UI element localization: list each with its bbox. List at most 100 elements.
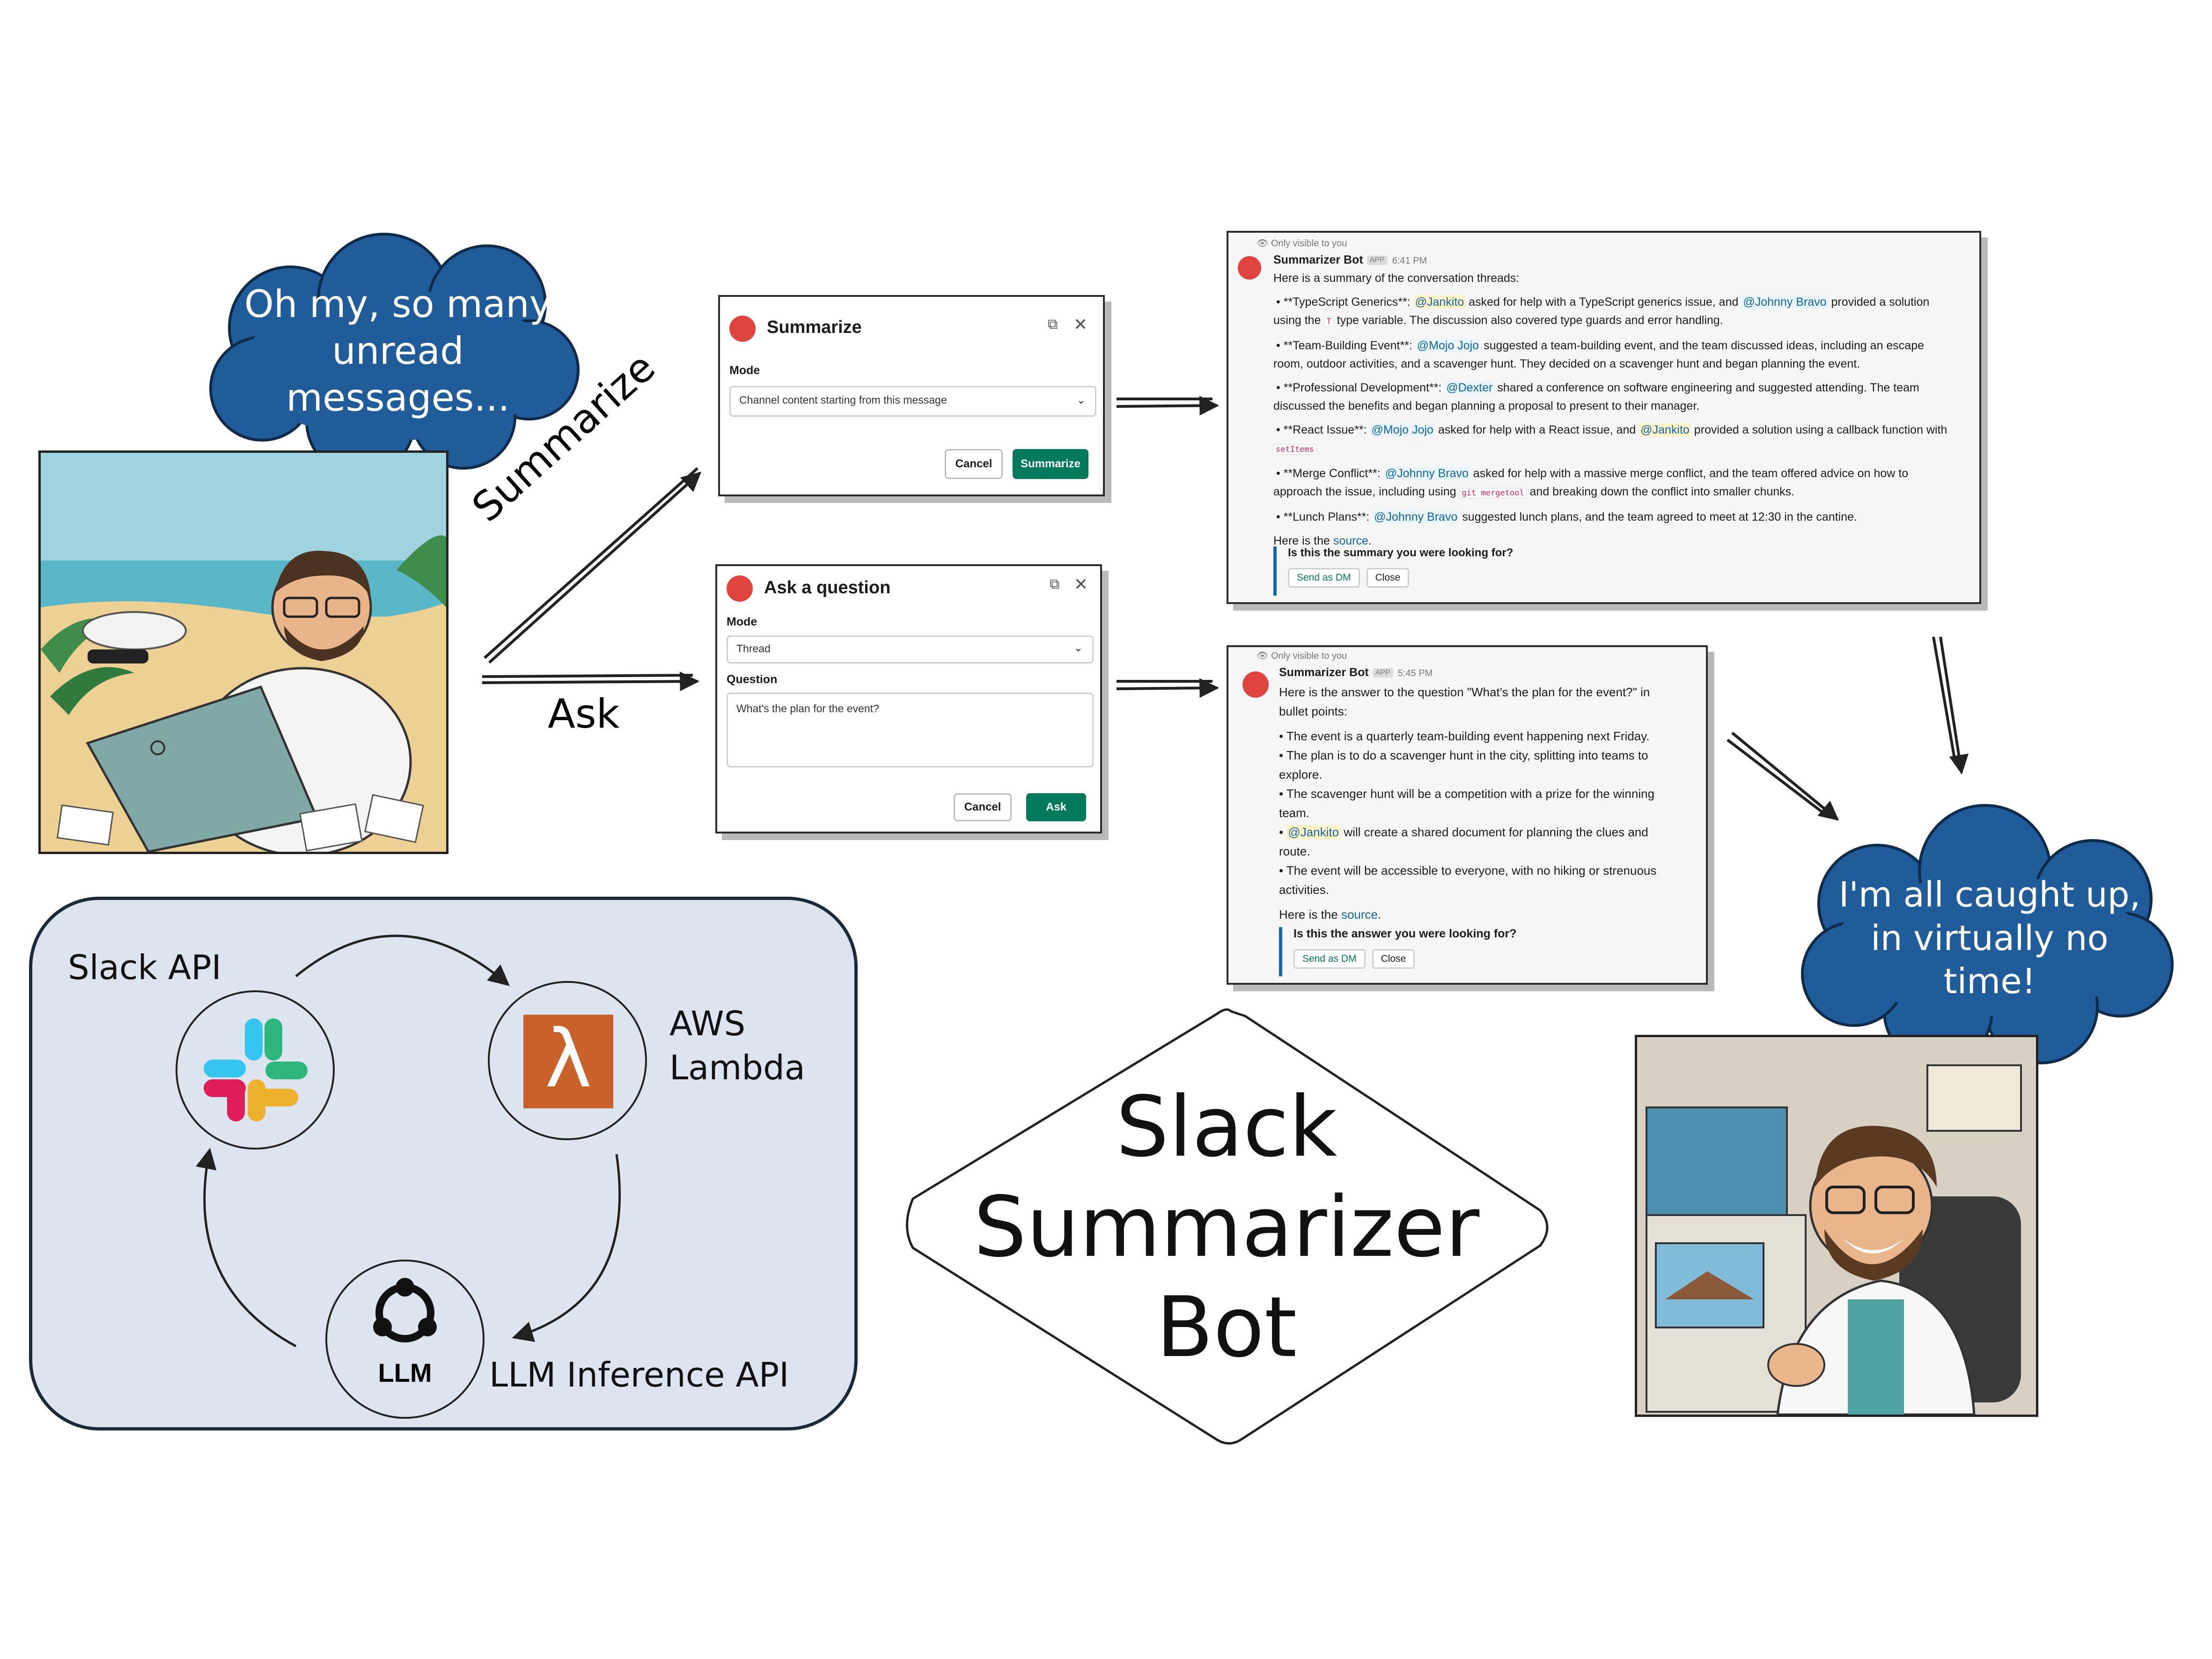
cloud-line: messages... — [286, 376, 510, 420]
source-link[interactable]: source — [1341, 907, 1378, 922]
summary-to-happy-arrow — [1932, 636, 1969, 775]
llm-inference-label: LLM Inference API — [489, 1355, 789, 1394]
slack-logo-icon — [204, 1018, 308, 1121]
question-input-value: What's the plan for the event? — [736, 702, 879, 715]
cloud-line: time! — [1943, 961, 2036, 1002]
text: • **Team-Building Event**: — [1276, 339, 1416, 352]
answer-body: Here is the answer to the question "What… — [1279, 683, 1700, 924]
close-button[interactable]: Close — [1366, 568, 1410, 588]
confirmation-block: Is this the summary you were looking for… — [1273, 546, 1695, 596]
summary-bullet-cont: room, outdoor activities, and a scavenge… — [1273, 357, 1860, 370]
answer-bullet: • The plan is to do a scavenger hunt in … — [1279, 748, 1648, 762]
answer-bullet-cont: team. — [1279, 806, 1310, 820]
summarize-button[interactable]: Summarize — [1013, 449, 1088, 479]
mention[interactable]: @Mojo Jojo — [1415, 339, 1481, 352]
answer-intro: Here is the answer to the question "What… — [1279, 685, 1650, 699]
close-icon[interactable]: ✕ — [1074, 575, 1088, 594]
cloud-text-overwhelmed: Oh my, so many unread messages... — [220, 281, 576, 421]
cloud-line: I'm all caught up, — [1838, 875, 2141, 915]
cloud-line: unread — [332, 329, 464, 373]
answer-to-happy-arrow — [1727, 731, 1839, 821]
text: Here is the — [1279, 907, 1341, 922]
summary-intro: Here is a summary of the conversation th… — [1273, 272, 1520, 285]
text: type variable. The discussion also cover… — [1333, 314, 1723, 327]
slack-api-node — [176, 990, 335, 1150]
mode-label: Mode — [729, 364, 760, 377]
ask-to-answer-arrow — [1116, 678, 1220, 698]
summary-bullet-cont: setItems — [1273, 439, 1971, 459]
diagram-title: Slack Summarizer Bot — [913, 1077, 1540, 1378]
chevron-down-icon: ⌄ — [1073, 641, 1083, 654]
close-icon[interactable]: ✕ — [1073, 315, 1088, 334]
text: asked for help with a React issue, and — [1434, 423, 1639, 436]
cancel-button[interactable]: Cancel — [954, 793, 1012, 821]
text: suggested lunch plans, and the team agre… — [1459, 510, 1857, 524]
summary-bullet-cont: using the T type variable. The discussio… — [1273, 311, 1971, 331]
cancel-button[interactable]: Cancel — [945, 449, 1003, 479]
llm-icon-text: LLM — [378, 1358, 432, 1387]
text: provided a solution — [1828, 295, 1930, 309]
beach-scene — [41, 453, 446, 852]
send-as-dm-button[interactable]: Send as DM — [1293, 949, 1366, 969]
mention[interactable]: @Johnny Bravo — [1373, 510, 1459, 524]
chevron-down-icon: ⌄ — [1076, 394, 1086, 406]
text: • **Professional Development**: — [1276, 381, 1445, 394]
office-scene — [1637, 1037, 2036, 1415]
summary-bullet: • **Lunch Plans**: @Johnny Bravo suggest… — [1273, 508, 1971, 526]
summarize-to-result-arrow — [1116, 396, 1220, 416]
answer-bullet: • The scavenger hunt will be a competiti… — [1279, 787, 1655, 801]
aws-lambda-label: AWS Lambda — [669, 1002, 805, 1090]
visibility-note: 👁 Only visible to you — [1257, 650, 1347, 662]
title-line: Bot — [1156, 1279, 1297, 1376]
ask-question-dialog: Ask a question ⧉ ✕ Mode Thread ⌄ Questio… — [715, 564, 1102, 833]
eye-icon: 👁 — [1257, 651, 1271, 661]
text: . — [1368, 534, 1372, 547]
app-badge: APP — [1367, 256, 1388, 265]
mode-select-value: Thread — [736, 642, 771, 655]
cloud-text-caught-up: I'm all caught up, in virtually no time! — [1816, 873, 2163, 1003]
confirmation-block: Is this the answer you were looking for?… — [1279, 927, 1653, 976]
mention[interactable]: @Mojo Jojo — [1370, 423, 1435, 436]
thought-cloud-top-left — [209, 233, 580, 477]
summary-body: Here is a summary of the conversation th… — [1273, 269, 1971, 550]
answer-bullet: • @Jankito will create a shared document… — [1279, 823, 1700, 842]
text: and breaking down the conflict into smal… — [1526, 485, 1795, 498]
architecture-arrows — [196, 935, 621, 1348]
overwhelmed-developer-illustration — [38, 450, 448, 854]
question-label: Question — [727, 673, 778, 686]
summary-bullet: • **React Issue**: @Mojo Jojo asked for … — [1273, 421, 1971, 439]
bot-avatar — [1238, 256, 1261, 280]
send-as-dm-button[interactable]: Send as DM — [1288, 568, 1360, 588]
mention[interactable]: @Jankito — [1413, 295, 1466, 309]
visibility-text: Only visible to you — [1271, 651, 1347, 661]
text: provided a solution using a callback fun… — [1690, 423, 1947, 436]
mode-select[interactable]: Thread ⌄ — [727, 635, 1094, 664]
expand-icon[interactable]: ⧉ — [1050, 576, 1060, 592]
cloud-line: Oh my, so many — [244, 282, 552, 326]
mention[interactable]: @Johnny Bravo — [1742, 295, 1828, 309]
mention[interactable]: @Dexter — [1445, 381, 1494, 394]
confirmation-actions: Send as DM Close — [1288, 568, 1695, 588]
ask-button[interactable]: Ask — [1026, 793, 1086, 821]
message-time: 6:41 PM — [1392, 256, 1427, 266]
bot-avatar — [727, 575, 753, 602]
summary-bullet-cont: approach the issue, including using git … — [1273, 483, 1971, 502]
summary-bullet: • **Merge Conflict**: @Johnny Bravo aske… — [1273, 465, 1971, 483]
question-input[interactable]: What's the plan for the event? — [727, 693, 1094, 767]
source-link[interactable]: source — [1333, 534, 1368, 547]
confirmation-question: Is this the summary you were looking for… — [1288, 546, 1514, 559]
summary-bullet-cont: discussed the benefits and began plannin… — [1273, 399, 1700, 413]
answer-bullet-cont: route. — [1279, 844, 1310, 858]
mention[interactable]: @Johnny Bravo — [1383, 467, 1470, 480]
text: asked for help with a massive merge conf… — [1470, 467, 1909, 480]
text: will create a shared document for planni… — [1340, 825, 1648, 839]
mention[interactable]: @Jankito — [1286, 825, 1341, 839]
answer-intro: bullet points: — [1279, 704, 1347, 718]
expand-icon[interactable]: ⧉ — [1048, 317, 1058, 332]
mode-select[interactable]: Channel content starting from this messa… — [729, 386, 1096, 417]
close-button[interactable]: Close — [1372, 949, 1415, 969]
text: approach the issue, including using — [1273, 485, 1460, 498]
mention[interactable]: @Jankito — [1639, 423, 1691, 436]
answer-bullet-cont: activities. — [1279, 883, 1329, 897]
